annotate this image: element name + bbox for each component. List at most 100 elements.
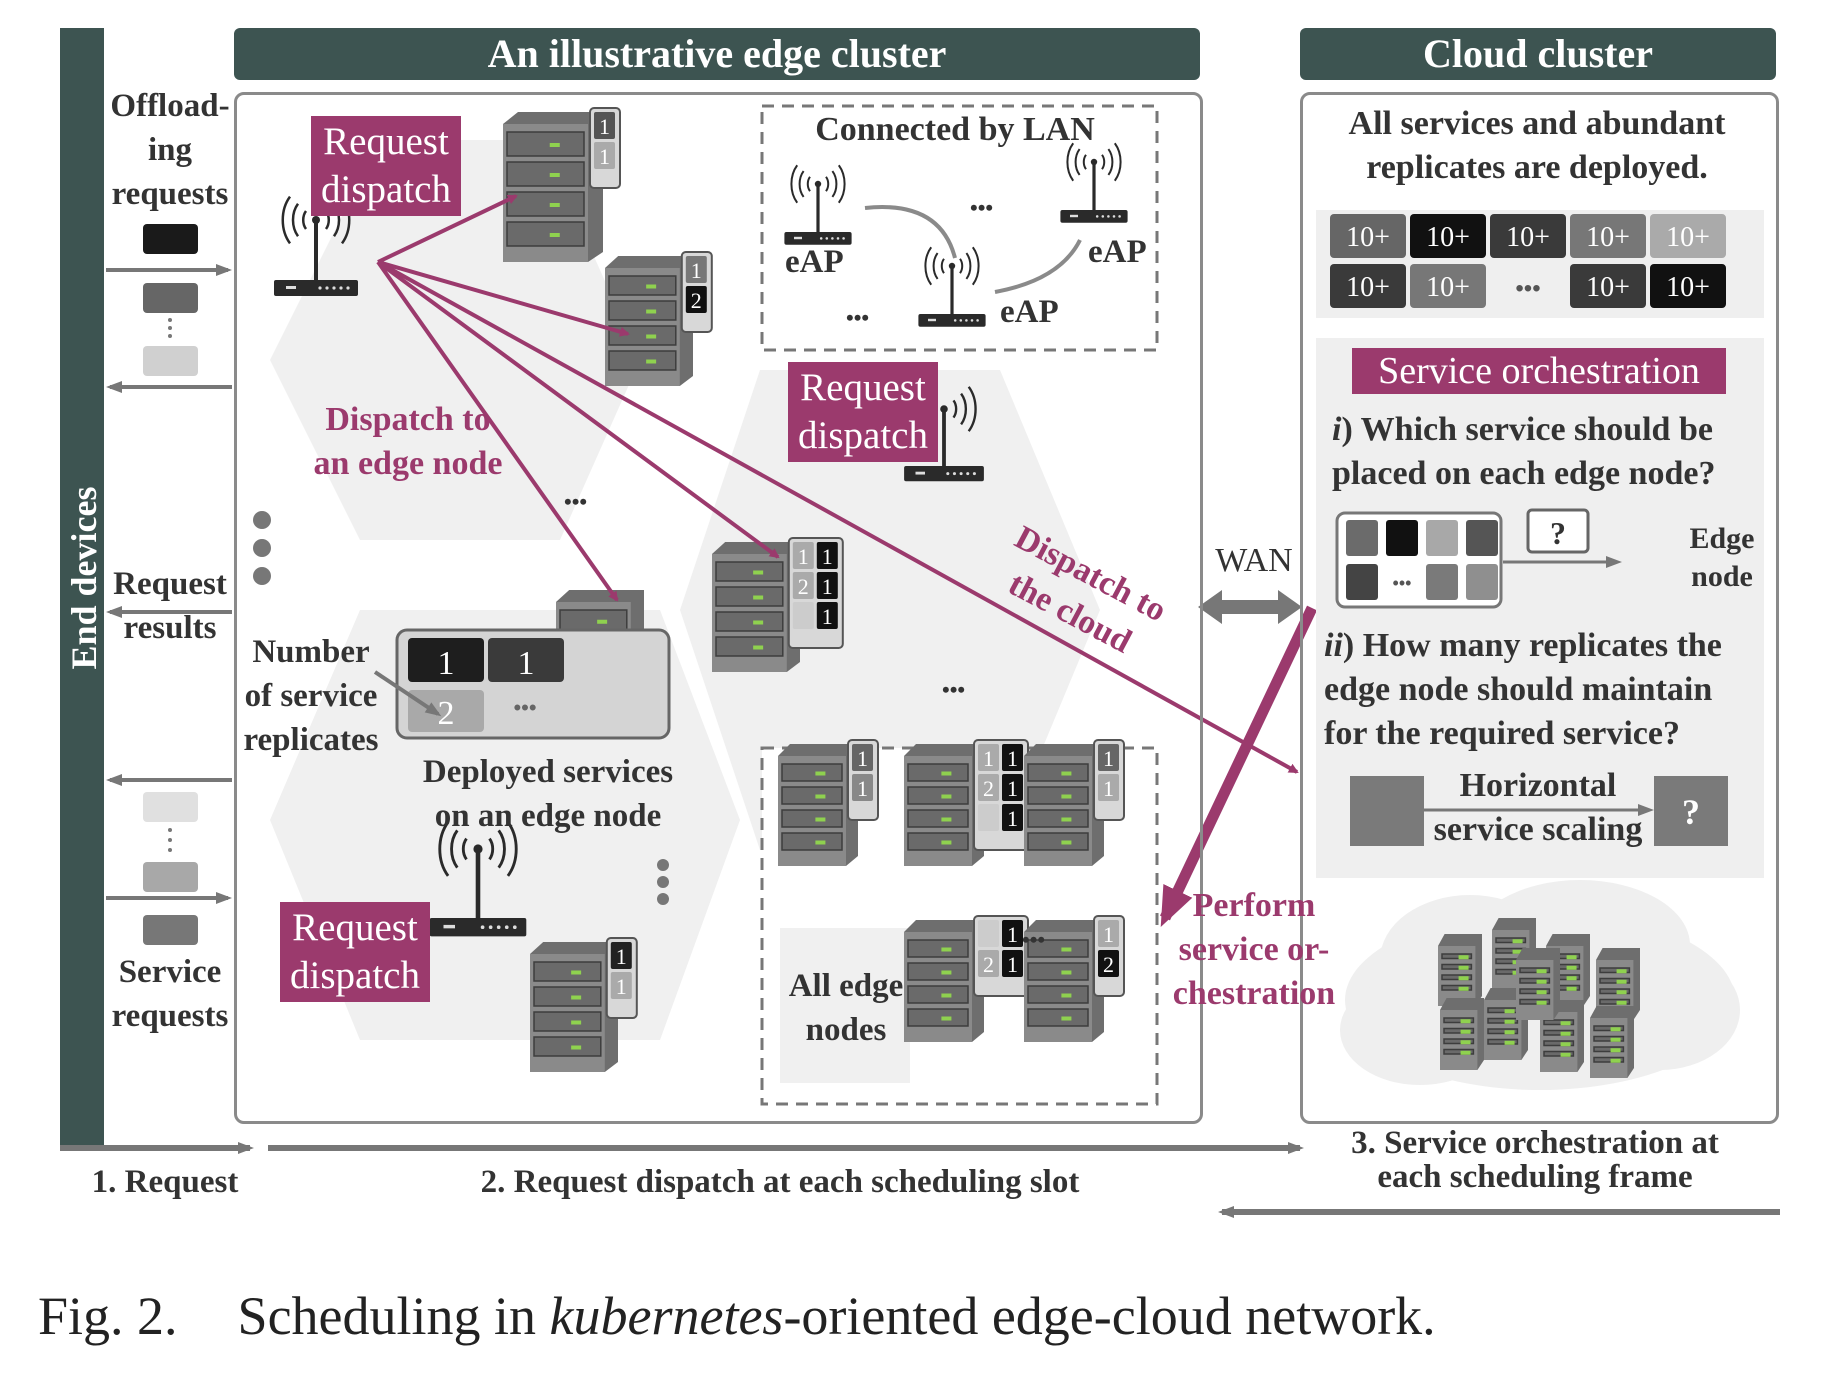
step-1-label: 1. Request	[91, 1164, 239, 1200]
number-of-replicates-label: Number of service replicates	[243, 634, 379, 758]
step-3-label: 3. Service orchestration at each schedul…	[1351, 1125, 1719, 1195]
svg-text:1: 1	[616, 944, 627, 969]
caption-text-1: Scheduling in	[237, 1286, 550, 1346]
svg-text:2: 2	[691, 288, 702, 313]
caption-prefix: Fig. 2.	[38, 1286, 178, 1346]
svg-text:1: 1	[1007, 952, 1018, 977]
svg-text:1: 1	[1007, 922, 1018, 947]
replica-count-b: 1	[518, 645, 535, 682]
lan-ellipsis-1: •••	[970, 195, 994, 220]
perform-orchestration-label: Perform service or- chestration	[1172, 887, 1336, 1012]
placement-question-mark: ?	[1550, 515, 1566, 551]
svg-text:1: 1	[822, 604, 833, 629]
cloud-cluster-header: Cloud cluster	[1300, 28, 1776, 80]
edge-node-label: Edge node	[1689, 522, 1755, 593]
svg-text:2: 2	[798, 574, 809, 599]
step-arrows	[268, 1142, 1780, 1218]
step-2-label: 2. Request dispatch at each scheduling s…	[480, 1164, 1080, 1200]
svg-text:10+: 10+	[1586, 272, 1630, 303]
replica-dots: •••	[513, 695, 536, 720]
all-edge-nodes-label: All edge nodes	[788, 968, 904, 1048]
request-blocks	[143, 224, 198, 945]
dispatch-to-edge-label: Dispatch to an edge node	[313, 401, 503, 482]
svg-text:10+: 10+	[1586, 222, 1630, 253]
server-icon: 11	[1024, 739, 1125, 866]
replica-block-3	[408, 690, 484, 732]
request-dispatch-box-1: Request dispatch	[311, 116, 461, 216]
service-group-dots: •••	[1393, 573, 1412, 593]
router-icon	[918, 246, 986, 327]
svg-text:1: 1	[822, 574, 833, 599]
server-icon: 11	[503, 107, 621, 262]
svg-text:1: 1	[1007, 806, 1018, 831]
offloading-requests-label: Offload- ing requests	[110, 88, 230, 212]
server-icon: 11	[530, 937, 638, 1072]
replica-block-1	[408, 638, 484, 682]
svg-text:1: 1	[822, 544, 833, 569]
end-devices-bar	[60, 28, 104, 1148]
svg-text:1: 1	[1103, 746, 1114, 771]
wan-arrow	[1198, 590, 1302, 624]
orchestration-arrow	[1160, 605, 1317, 928]
svg-text:1: 1	[1103, 776, 1114, 801]
svg-text:1: 1	[599, 114, 610, 139]
vertical-dots	[253, 511, 669, 905]
request-dispatch-box-2: Request dispatch	[788, 362, 938, 462]
dispatch-arrows	[376, 194, 1299, 774]
lan-links	[864, 205, 1082, 294]
svg-text:1: 1	[1007, 746, 1018, 771]
service-requests-label: Service requests	[111, 954, 229, 1034]
number-pointer	[373, 670, 442, 717]
question-2-number: ii	[1324, 627, 1343, 664]
router-icon	[274, 195, 358, 296]
request-results-label: Request results	[113, 566, 227, 646]
replica-count-c: 2	[438, 695, 455, 732]
cloud-servers	[1438, 918, 1640, 1078]
svg-text:•••: •••	[1515, 275, 1540, 302]
svg-text:10+: 10+	[1426, 272, 1470, 303]
edge-cluster-panel	[234, 92, 1203, 1124]
server-icon: 11	[778, 739, 879, 866]
replica-grid: 10+10+10+10+10+10+10+•••10+10+	[1330, 214, 1726, 308]
routers	[274, 142, 1128, 937]
edge-ellipsis-2: •••	[942, 677, 966, 702]
figure-caption: Fig. 2. Scheduling in kubernetes-oriented…	[38, 1285, 1436, 1347]
svg-text:1: 1	[1007, 776, 1018, 801]
wan-label: WAN	[1215, 542, 1293, 579]
caption-italic: kubernetes	[549, 1286, 784, 1346]
svg-text:2: 2	[983, 776, 994, 801]
svg-text:10+: 10+	[1346, 272, 1390, 303]
svg-text:2: 2	[983, 952, 994, 977]
lan-ellipsis-2: •••	[846, 305, 870, 330]
lan-box	[760, 104, 1159, 352]
edge-ellipsis-1: •••	[564, 489, 588, 514]
end-device-arrows	[106, 264, 232, 904]
edge-ellipsis-3: •••	[1022, 927, 1046, 952]
replica-block-2	[488, 638, 564, 682]
question-2-text: ) How many replicates the edge node shou…	[1324, 627, 1722, 752]
svg-text:1: 1	[798, 544, 809, 569]
eap-label-1: eAP	[785, 244, 844, 280]
svg-text:1: 1	[691, 258, 702, 283]
service-orchestration-title: Service orchestration	[1352, 348, 1726, 394]
svg-text:1: 1	[857, 746, 868, 771]
svg-text:10+: 10+	[1426, 222, 1470, 253]
svg-text:2: 2	[1103, 952, 1114, 977]
cloud-cluster-panel	[1300, 92, 1779, 1124]
question-1-number: i	[1332, 411, 1342, 448]
deployed-services-label: Deployed services on an edge node	[422, 754, 674, 834]
svg-text:1: 1	[983, 746, 994, 771]
router-icon	[429, 821, 527, 937]
edge-cluster-header: An illustrative edge cluster	[234, 28, 1200, 80]
connected-by-lan-label: Connected by LAN	[815, 111, 1095, 148]
server-icon	[1590, 1006, 1634, 1078]
caption-text-2: -oriented edge-cloud network.	[783, 1286, 1436, 1346]
horizontal-scaling-label: Horizontal service scaling	[1433, 767, 1643, 848]
server-icon	[1440, 998, 1484, 1070]
placement-question-box	[1526, 508, 1590, 554]
question-1: i) Which service should be placed on eac…	[1332, 408, 1772, 496]
scaling-question-mark: ?	[1682, 792, 1700, 832]
